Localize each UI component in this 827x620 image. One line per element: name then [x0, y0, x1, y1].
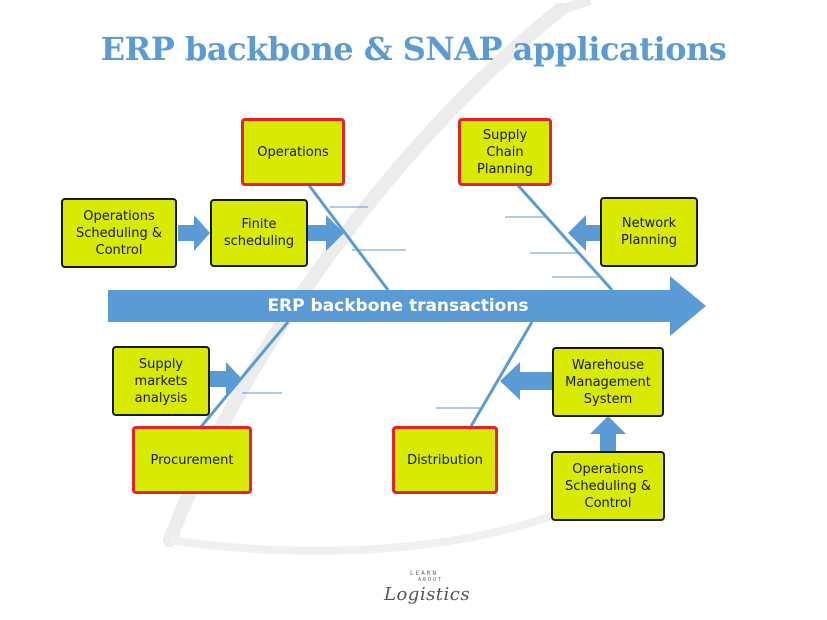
box-supply-chain-planning: Supply Chain Planning: [458, 118, 552, 186]
arrow-warehouse-to-bone: [500, 362, 552, 400]
spine-arrow: [108, 276, 706, 336]
box-text: analysis: [134, 390, 188, 406]
box-text: Supply: [482, 127, 528, 143]
box-ops-scheduling-right: Operations Scheduling & Control: [551, 451, 665, 521]
spine-label: ERP backbone transactions: [267, 296, 529, 316]
logo-about: ABOUT: [418, 577, 444, 583]
box-text: Control: [95, 242, 143, 258]
box-finite-scheduling: Finite scheduling: [210, 199, 308, 267]
box-text: Procurement: [150, 452, 234, 468]
box-text: System: [583, 391, 633, 407]
box-network-planning: Network Planning: [600, 197, 698, 267]
box-ops-scheduling-left: Operations Scheduling & Control: [61, 198, 177, 268]
box-distribution: Distribution: [392, 426, 498, 494]
box-operations: Operations: [241, 118, 345, 186]
logo-about-text: ABOUT: [418, 577, 443, 583]
logo-logistics-text: Logistics: [384, 584, 471, 605]
box-warehouse-management: Warehouse Management System: [552, 347, 664, 417]
box-text: scheduling: [223, 234, 295, 249]
box-text: Planning: [477, 161, 533, 177]
arrow-finite-to-bone: [308, 215, 344, 251]
box-text: Scheduling &: [75, 225, 163, 241]
box-supply-markets-analysis: Supply markets analysis: [112, 346, 210, 416]
box-text: Chain: [486, 144, 524, 160]
box-text: Warehouse: [571, 357, 645, 373]
bone-distribution: [468, 321, 534, 429]
box-text: Control: [584, 495, 632, 511]
arrow-ops-to-warehouse: [590, 416, 626, 452]
box-procurement: Procurement: [132, 426, 252, 494]
bone-operations: [306, 183, 390, 291]
arrow-markets-to-bone: [210, 362, 242, 396]
box-text: Management: [565, 374, 651, 390]
box-text: Operations: [83, 208, 155, 224]
box-text: Network: [621, 216, 677, 231]
box-text: Scheduling &: [564, 478, 652, 494]
box-text: Planning: [621, 233, 677, 248]
arrow-network-to-bone: [568, 215, 600, 251]
box-text: Distribution: [407, 452, 483, 468]
arrow-ops-to-finite: [178, 215, 210, 251]
page-title: ERP backbone & SNAP applications: [100, 30, 727, 68]
logo-learn-text: LEARN: [410, 570, 438, 577]
box-text: Operations: [257, 144, 329, 160]
box-text: Operations: [572, 461, 644, 477]
bone-supply-chain: [513, 180, 614, 292]
box-text: markets: [134, 373, 188, 389]
box-text: Supply: [138, 356, 184, 372]
bone-procurement: [198, 321, 290, 429]
box-text: Finite: [241, 217, 277, 232]
logo-learn: LEARN: [410, 570, 439, 577]
